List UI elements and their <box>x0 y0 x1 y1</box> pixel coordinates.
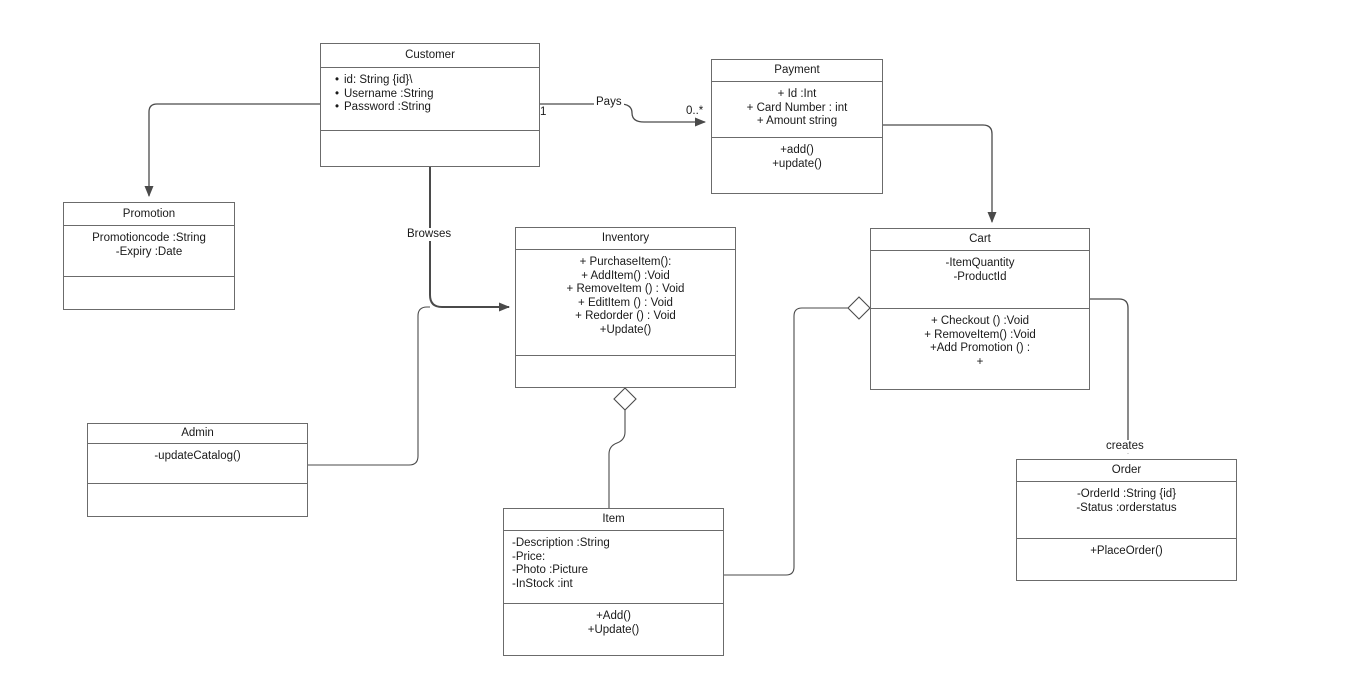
edge-cart-item-aggregation <box>724 296 871 576</box>
operation-row: +Add Promotion () : <box>929 342 1031 355</box>
attribute-row: + Redorder () : Void <box>575 310 676 323</box>
class-operations-customer <box>321 131 539 166</box>
attribute-row: Promotioncode :String <box>92 232 206 244</box>
operation-row: +Update() <box>587 623 640 636</box>
attribute-row: + EditItem () : Void <box>578 296 673 309</box>
class-name-promotion: Promotion <box>64 203 234 226</box>
operation-row: + RemoveItem() :Void <box>924 328 1036 341</box>
operation-row: + <box>976 355 984 368</box>
attribute-row: -updateCatalog() <box>154 450 241 462</box>
attribute-row: -Description :String <box>512 537 610 549</box>
attribute-row: -Status :orderstatus <box>1076 501 1177 514</box>
uml-class-payment[interactable]: Payment+ Id :Int+ Card Number : int+ Amo… <box>711 59 883 194</box>
edge-label-mult-many: 0..* <box>686 105 704 117</box>
edge-label-pays: Pays <box>594 96 624 109</box>
edge-cart-creates-order <box>1090 298 1133 454</box>
uml-class-admin[interactable]: Admin -updateCatalog() <box>87 423 308 517</box>
attribute-row: + Amount string <box>756 115 838 128</box>
class-operations-cart: + Checkout () :Void+ RemoveItem() :Void+… <box>871 309 1089 389</box>
attribute-row: -Price: <box>512 550 546 563</box>
class-attributes-order: -OrderId :String {id}-Status :orderstatu… <box>1017 482 1236 539</box>
class-operations-promotion <box>64 277 234 309</box>
edge-admin-inventory <box>308 306 430 466</box>
uml-class-customer[interactable]: Customerid: String {id}\Username :String… <box>320 43 540 167</box>
class-attributes-item: -Description :String-Price:-Photo :Pictu… <box>504 531 723 604</box>
attribute-row: -OrderId :String {id} <box>1076 488 1177 500</box>
class-name-inventory: Inventory <box>516 228 735 250</box>
attribute-row: + RemoveItem () : Void <box>566 283 685 296</box>
attribute-row: -Photo :Picture <box>512 564 589 577</box>
class-attributes-inventory: + PurchaseItem():+ AddItem() :Void+ Remo… <box>516 250 735 356</box>
attribute-row: -ProductId <box>953 270 1007 283</box>
class-attributes-promotion: Promotioncode :String-Expiry :Date <box>64 226 234 277</box>
aggregation-diamond-inventory <box>613 387 637 411</box>
operation-row: +update() <box>772 157 822 170</box>
class-attributes-cart: -ItemQuantity-ProductId <box>871 251 1089 309</box>
edge-label-creates: creates <box>1104 440 1146 453</box>
class-operations-payment: +add()+update() <box>712 138 882 193</box>
class-operations-order: +PlaceOrder() <box>1017 539 1236 580</box>
class-operations-item: +Add()+Update() <box>504 604 723 655</box>
operation-row: +add() <box>780 144 814 156</box>
uml-class-cart[interactable]: Cart-ItemQuantity-ProductId+ Checkout ()… <box>870 228 1090 390</box>
uml-class-inventory[interactable]: Inventory+ PurchaseItem():+ AddItem() :V… <box>515 227 736 388</box>
edge-inventory-item-aggregation <box>608 387 637 508</box>
class-name-item: Item <box>504 509 723 531</box>
uml-class-order[interactable]: Order-OrderId :String {id}-Status :order… <box>1016 459 1237 581</box>
attribute-row: + Card Number : int <box>746 101 848 114</box>
class-attributes-customer: id: String {id}\Username :StringPassword… <box>321 68 539 131</box>
class-operations-admin <box>88 484 307 516</box>
attribute-row: Password :String <box>335 101 531 115</box>
attribute-row: + AddItem() :Void <box>581 269 670 282</box>
operation-row: + Checkout () :Void <box>930 315 1030 327</box>
class-attributes-payment: + Id :Int+ Card Number : int+ Amount str… <box>712 82 882 138</box>
attribute-row: + PurchaseItem(): <box>579 256 672 268</box>
edge-label-mult-one: 1 <box>540 106 547 118</box>
class-name-order: Order <box>1017 460 1236 482</box>
attribute-row: id: String {id}\ <box>335 74 531 88</box>
attribute-row: + Id :Int <box>777 88 817 100</box>
class-name-payment: Payment <box>712 60 882 82</box>
attribute-row: -InStock :int <box>512 577 573 590</box>
attribute-row: -ItemQuantity <box>945 257 1015 269</box>
operation-row: +Add() <box>596 610 631 622</box>
class-name-cart: Cart <box>871 229 1089 251</box>
attribute-row: Username :String <box>335 88 531 102</box>
class-attributes-admin: -updateCatalog() <box>88 444 307 484</box>
aggregation-diamond-cart <box>847 296 871 320</box>
attribute-row: +Update() <box>599 323 652 336</box>
edge-label-browses: Browses <box>405 228 454 241</box>
class-operations-inventory <box>516 356 735 387</box>
uml-class-item[interactable]: Item-Description :String-Price:-Photo :P… <box>503 508 724 656</box>
class-name-admin: Admin <box>88 424 307 444</box>
edge-customer-promotion <box>144 103 320 197</box>
operation-row: +PlaceOrder() <box>1090 545 1163 557</box>
edge-payment-cart <box>883 124 997 223</box>
class-name-customer: Customer <box>321 44 539 68</box>
attribute-row: -Expiry :Date <box>115 245 183 258</box>
